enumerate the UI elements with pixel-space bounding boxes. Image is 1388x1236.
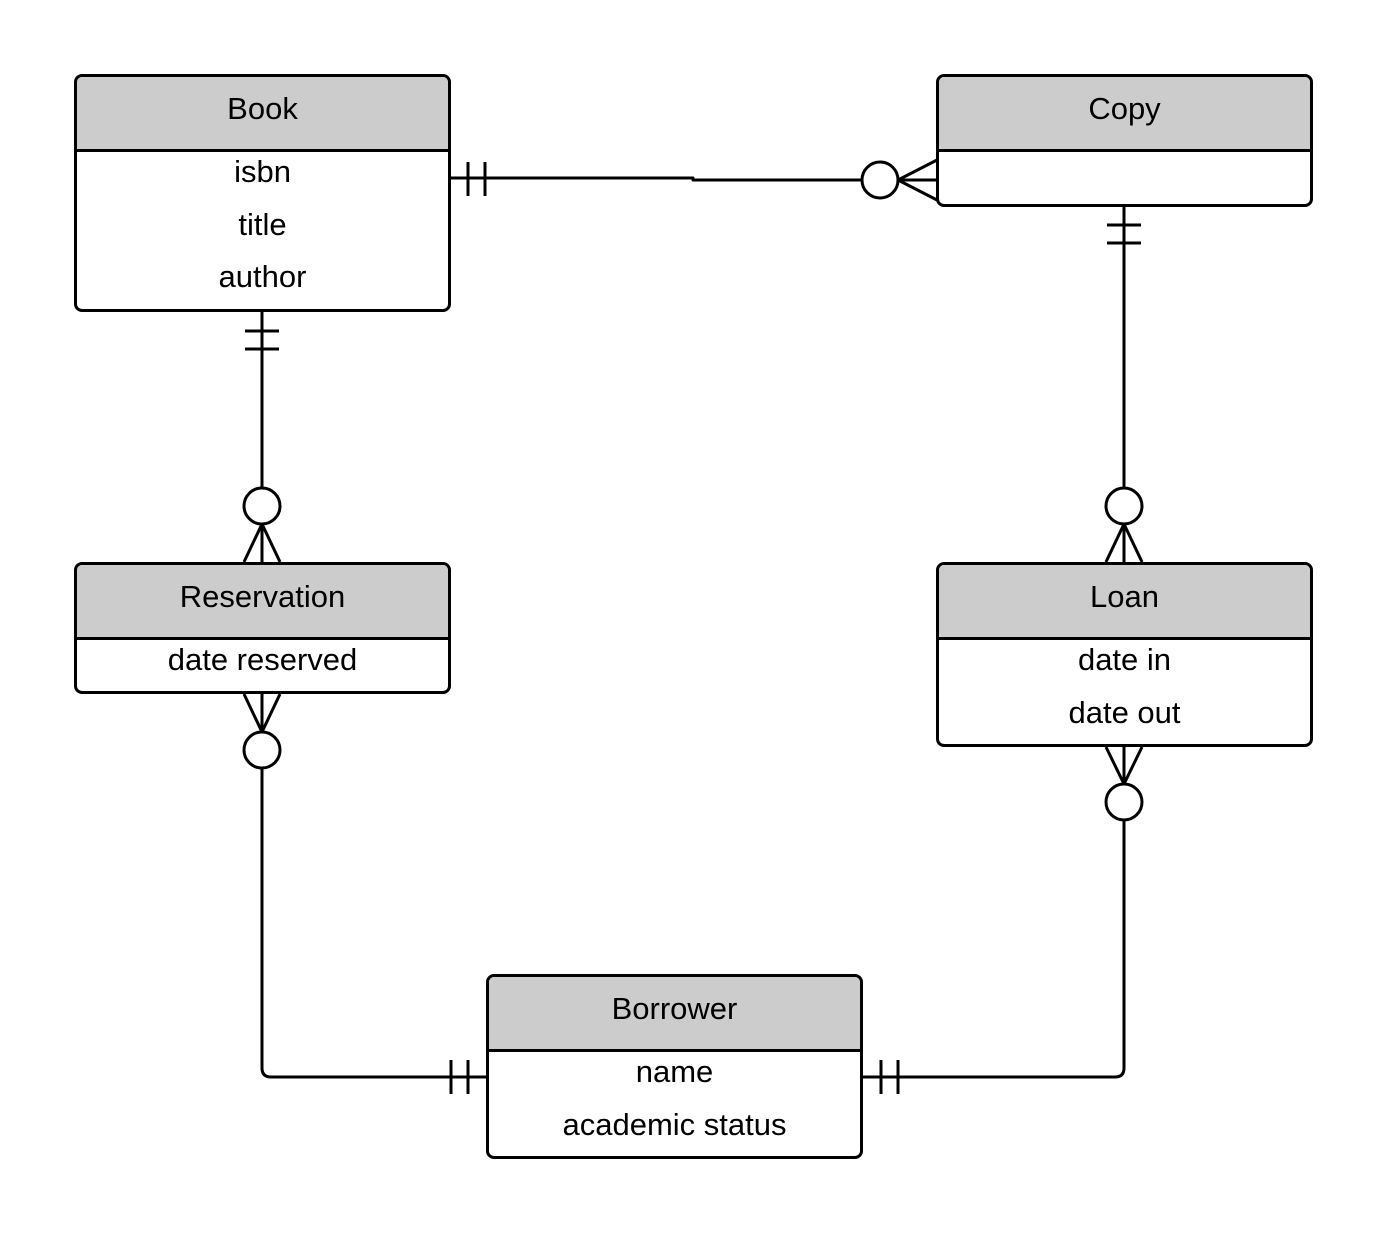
entity-title: Book (77, 77, 448, 152)
attribute: title (238, 206, 287, 242)
attribute-list: name academic status (489, 1052, 860, 1156)
zero-circle-mark (860, 160, 900, 200)
attribute: date out (1068, 694, 1181, 730)
attribute: academic status (562, 1106, 787, 1142)
entity-borrower[interactable]: Borrower name academic status (486, 974, 863, 1159)
crowfoot-mark (1122, 746, 1144, 785)
entity-title: Copy (939, 77, 1310, 152)
entity-title: Reservation (77, 565, 448, 640)
relationship-book-reservation (242, 312, 282, 563)
crowfoot-mark (1104, 746, 1126, 785)
entity-book[interactable]: Book isbn title author (74, 74, 451, 312)
entity-title: Borrower (489, 977, 860, 1052)
zero-circle-mark (242, 486, 282, 526)
attribute-list: date in date out (939, 640, 1310, 744)
entity-title: Loan (939, 565, 1310, 640)
zero-circle-mark (1104, 782, 1144, 822)
attribute-list: isbn title author (77, 152, 448, 309)
attribute: isbn (234, 154, 291, 189)
attribute-list: date reserved (77, 640, 448, 691)
relationship-loan-borrower (863, 746, 1144, 1094)
attribute-list (939, 152, 1310, 154)
entity-copy[interactable]: Copy (936, 74, 1313, 207)
relationship-book-copy (451, 158, 938, 202)
crowfoot-mark (260, 693, 282, 733)
entity-loan[interactable]: Loan date in date out (936, 562, 1313, 747)
entity-reservation[interactable]: Reservation date reserved (74, 562, 451, 694)
crowfoot-mark (260, 523, 282, 563)
crowfoot-mark (1122, 523, 1144, 563)
attribute: date reserved (167, 642, 358, 677)
crowfoot-mark (1104, 523, 1126, 563)
relationship-copy-loan (1104, 207, 1144, 563)
crowfoot-mark (897, 158, 938, 182)
crowfoot-mark (242, 693, 264, 733)
zero-circle-mark (242, 730, 282, 770)
attribute: name (635, 1054, 714, 1089)
relationship-reservation-borrower (242, 693, 486, 1094)
zero-circle-mark (1104, 486, 1144, 526)
crowfoot-mark (242, 523, 264, 563)
attribute: date in (1077, 642, 1172, 677)
crowfoot-mark (897, 178, 938, 202)
attribute: author (218, 259, 307, 294)
